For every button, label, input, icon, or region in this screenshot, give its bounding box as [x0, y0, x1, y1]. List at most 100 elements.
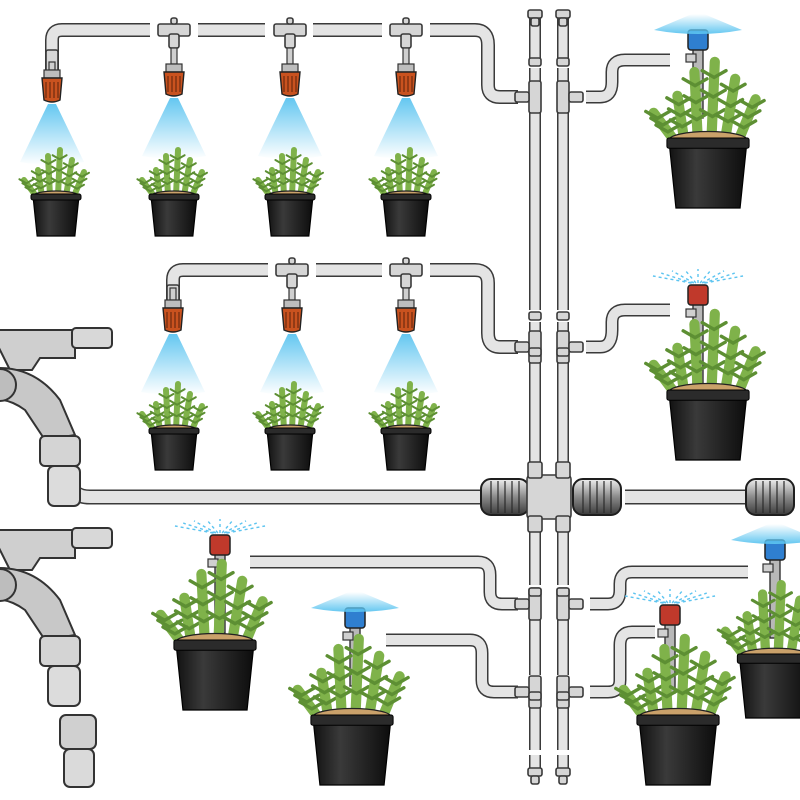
- plant-leaf: [424, 171, 440, 178]
- plant-row1-4: [368, 147, 440, 237]
- mister-nut: [165, 63, 183, 73]
- end-plug: [527, 767, 543, 785]
- tee-stem: [400, 33, 412, 49]
- plant-stem: [405, 147, 413, 199]
- mister-5: [141, 287, 205, 395]
- plant-leaf: [378, 686, 406, 697]
- plug-barb: [530, 775, 540, 785]
- tee-connector: [273, 17, 307, 49]
- spray-jet: [624, 595, 664, 604]
- stake-inlet: [762, 563, 774, 573]
- plant-leaf: [187, 183, 203, 190]
- plant-leaf: [255, 416, 272, 423]
- plant-leaf: [177, 180, 194, 187]
- plant-leaf: [24, 186, 41, 193]
- plant-leaf: [768, 591, 793, 601]
- stake-inlet: [657, 628, 669, 638]
- coupler-body: [528, 311, 542, 321]
- plant-stem: [689, 66, 703, 146]
- mister-nut: [281, 63, 299, 73]
- cross-port: [555, 461, 571, 479]
- mister-nozzle: [395, 71, 417, 97]
- coupler: [528, 347, 542, 357]
- mist-spray: [142, 98, 206, 159]
- faucet-bottom: [0, 527, 113, 788]
- quick-connector-right: [572, 478, 622, 516]
- plant-leaf: [409, 414, 426, 421]
- hanging-misters: [20, 47, 438, 395]
- mister-nozzle: [281, 307, 303, 333]
- plant-leaf: [18, 178, 35, 185]
- tee-stem: [514, 686, 530, 698]
- mister-4: [374, 47, 438, 159]
- cross-body: [526, 474, 572, 520]
- plant-leaf: [180, 162, 197, 169]
- plant-leaf: [288, 686, 316, 697]
- spray-jet: [699, 269, 712, 284]
- branch-tube: [586, 53, 670, 104]
- plant-leaf: [681, 77, 709, 88]
- plant-leaf: [669, 665, 697, 676]
- plant-leaf: [156, 618, 184, 629]
- plant-leaf: [303, 417, 319, 424]
- sprinkler-cap: [687, 284, 709, 306]
- coupler: [528, 57, 542, 67]
- spray-jet: [652, 275, 692, 284]
- plant-leaf: [139, 182, 156, 189]
- potted-plants: [18, 56, 800, 786]
- plant-leaf: [142, 186, 159, 193]
- plant-stem: [196, 568, 210, 648]
- spray-fan: [311, 592, 399, 612]
- plant-leaf: [169, 165, 186, 172]
- plant-leaf: [649, 116, 677, 127]
- spray-jet: [684, 269, 697, 284]
- pot-rim: [666, 389, 750, 401]
- pot-rim: [636, 714, 720, 726]
- plant-leaf: [62, 162, 79, 169]
- plant-leaf: [412, 396, 429, 403]
- plant-leaf: [241, 611, 269, 622]
- tee-connector: [514, 80, 542, 114]
- mister-nozzle: [395, 307, 417, 333]
- tee-connector: [157, 17, 191, 49]
- plant-leaf: [158, 403, 175, 409]
- plant-pot: [638, 716, 718, 786]
- plant-stem: [279, 153, 287, 199]
- plant-leaf: [652, 671, 680, 682]
- plant-stem: [289, 147, 297, 199]
- sprinkler-cap: [659, 604, 681, 626]
- coupler: [556, 691, 570, 701]
- mist-spray: [374, 98, 438, 159]
- mister-1: [20, 61, 84, 165]
- plant-leaf: [206, 590, 234, 601]
- plant-row2-large: [644, 308, 766, 461]
- tee-body: [528, 330, 542, 364]
- plant-leaf: [221, 615, 249, 626]
- plant-leaf: [187, 417, 203, 424]
- plant-leaf: [308, 171, 324, 178]
- plant-row1-1: [18, 147, 90, 237]
- branch-tube: [250, 555, 518, 611]
- plant-leaf: [700, 320, 728, 332]
- mister-2: [142, 47, 206, 159]
- plant-leaf: [368, 178, 385, 185]
- spray-jet: [226, 525, 266, 534]
- coupler: [528, 691, 542, 701]
- plant-row1-large: [644, 56, 766, 209]
- plant-leaf: [258, 186, 275, 193]
- coupler: [556, 347, 570, 357]
- top-row-tube: [45, 23, 150, 80]
- plant-pot: [150, 195, 198, 237]
- spray-jet: [656, 589, 669, 604]
- hose-adapter: [39, 435, 81, 467]
- plant-leaf: [400, 177, 417, 184]
- row2-tube: [430, 263, 518, 354]
- pot-rim: [736, 653, 800, 664]
- plant-leaf: [783, 617, 800, 627]
- plant-row4-left: [288, 633, 410, 786]
- plant-row1-2: [136, 147, 208, 237]
- plant-leaf: [400, 411, 417, 418]
- plant-leaf: [421, 411, 438, 418]
- plant-leaf: [71, 177, 88, 184]
